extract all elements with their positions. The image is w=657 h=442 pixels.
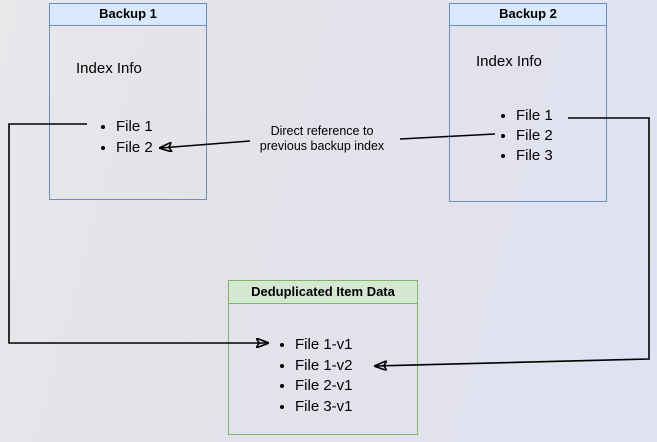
backup2-index-heading: Index Info: [476, 53, 542, 70]
dedup-header: Deduplicated Item Data: [229, 281, 417, 304]
list-item: File 2: [516, 126, 606, 146]
backup1-file-list: File 1 File 2: [50, 116, 206, 158]
dedup-file-list: File 1-v1 File 1-v2 File 2-v1 File 3-v1: [229, 335, 417, 417]
backup2-file-list: File 1 File 2 File 3: [450, 106, 606, 166]
backup1-body: Index Info File 1 File 2: [50, 59, 206, 158]
list-item: File 1: [516, 106, 606, 126]
dedup-title: Deduplicated Item Data: [251, 284, 395, 299]
list-item: File 1: [116, 116, 206, 137]
backup1-title: Backup 1: [99, 6, 157, 21]
backup1-header: Backup 1: [50, 4, 206, 26]
list-item: File 2-v1: [295, 376, 417, 397]
list-item: File 2: [116, 137, 206, 158]
backup1-index-heading: Index Info: [76, 60, 142, 77]
dedup-body: File 1-v1 File 1-v2 File 2-v1 File 3-v1: [229, 335, 417, 417]
edge-label: Direct reference to previous backup inde…: [207, 124, 437, 154]
backup1-node: Backup 1 Index Info File 1 File 2: [49, 3, 207, 200]
edge-label-line2: previous backup index: [259, 139, 385, 153]
backup2-body: Index Info File 1 File 2 File 3: [450, 52, 606, 166]
backup2-node: Backup 2 Index Info File 1 File 2 File 3: [449, 3, 607, 202]
backup2-title: Backup 2: [499, 6, 557, 21]
list-item: File 1-v2: [295, 356, 417, 377]
edge-label-line1: Direct reference to: [270, 124, 374, 138]
list-item: File 1-v1: [295, 335, 417, 356]
dedup-node: Deduplicated Item Data File 1-v1 File 1-…: [228, 280, 418, 435]
list-item: File 3-v1: [295, 397, 417, 418]
list-item: File 3: [516, 146, 606, 166]
backup2-header: Backup 2: [450, 4, 606, 26]
